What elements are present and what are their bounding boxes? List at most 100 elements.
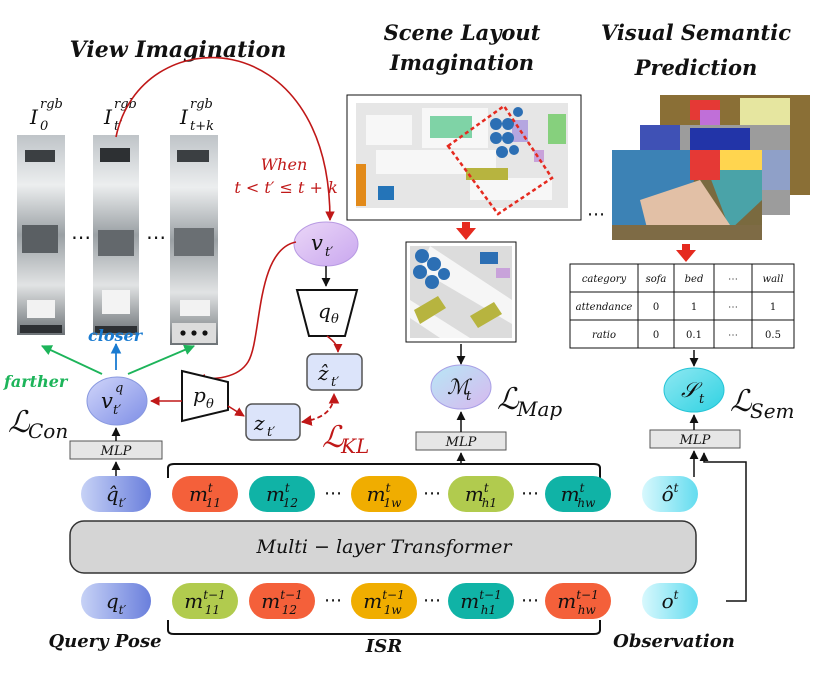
brace-bottom (167, 620, 601, 635)
table-row0-1: 0 (653, 302, 659, 313)
decoder-p-theta-sub: θ (206, 397, 214, 412)
node-v-tprime-sub: t′ (325, 245, 333, 260)
title-scene-layout: Scene Layout (384, 20, 541, 45)
panorama-strip-0 (17, 135, 65, 335)
box-z-sub: t′ (267, 425, 275, 440)
box-z-hat-sub: t′ (331, 375, 339, 390)
arrow-v-to-p (195, 241, 297, 384)
label-farther: farther (3, 372, 69, 391)
arrow-farther-right (127, 344, 195, 375)
mlp-left-label: MLP (100, 444, 132, 459)
decoder-p-theta (181, 369, 229, 423)
image-label-itk: I rgb t+k (179, 97, 214, 134)
title-observation: Observation (613, 631, 735, 652)
table-row0-2: 1 (691, 302, 697, 313)
title-query-pose: Query Pose (48, 631, 161, 652)
transformer-label: Multi − layer Transformer (256, 536, 514, 558)
node-v-query (86, 376, 148, 426)
arrow-semantic-down (676, 244, 696, 262)
svg-text:I: I (103, 105, 113, 129)
arrow-map-crop (456, 222, 476, 240)
box-z-hat (306, 353, 363, 391)
loss-con-sub: Con (28, 419, 68, 443)
token-pill-pills_top-6: ôt (642, 476, 698, 512)
token-pill-pills_top-0: q̂t′ (81, 476, 151, 512)
svg-text:rgb: rgb (40, 97, 63, 112)
semantic-image-stack (612, 95, 810, 240)
token-pill-label: q̂t′ (106, 482, 127, 510)
svg-text:I: I (29, 105, 39, 129)
svg-text:t+k: t+k (190, 119, 214, 134)
svg-text:I: I (179, 105, 189, 129)
node-map-M (430, 364, 492, 410)
node-v-query-base: v (101, 389, 113, 413)
svg-text:0: 0 (40, 119, 48, 134)
arrow-observation-loop (699, 452, 747, 602)
token-pill-label: ôt (662, 481, 679, 506)
ellipsis-top-3: ⋯ (521, 483, 539, 504)
loss-con-symbol: ℒ (8, 405, 31, 440)
table-header-1: sofa (646, 274, 667, 285)
token-pill-label: qt′ (106, 589, 127, 617)
ellipsis-strips-1: ⋯ (71, 225, 91, 249)
when-line1: When (261, 155, 308, 174)
mlp-middle-label: MLP (445, 435, 477, 450)
title-prediction: Prediction (634, 55, 758, 80)
table-header-4: wall (763, 274, 784, 285)
mlp-right (649, 429, 741, 449)
table-header-3: ⋯ (728, 274, 738, 285)
table-row1-2: 0.1 (686, 330, 702, 341)
mlp-right-label: MLP (679, 433, 711, 448)
ellipsis-bottom-3: ⋯ (521, 590, 539, 611)
loss-kl-symbol: ℒ (322, 420, 345, 455)
table-row1-1: 0 (653, 330, 659, 341)
node-v-query-sub: t′ (113, 403, 121, 418)
semantic-stats-table (569, 263, 795, 349)
table-row1-4: 0.5 (765, 330, 781, 341)
table-header-2: bed (685, 274, 704, 285)
box-z (245, 403, 301, 441)
node-map-M-sub: t (466, 389, 472, 404)
encoder-q-theta (295, 289, 359, 337)
ellipsis-bottom-2: ⋯ (423, 590, 441, 611)
transformer-block (69, 520, 697, 574)
encoder-q-theta-sub: θ (331, 312, 339, 327)
label-closer: closer (88, 326, 144, 345)
ellipsis-top-2: ⋯ (423, 483, 441, 504)
panorama-strip-t (93, 135, 139, 335)
cropped-local-map (405, 241, 517, 343)
loss-sem-symbol: ℒ (730, 384, 753, 419)
arrow-imagination-arc (115, 56, 335, 221)
ellipsis-strips-2: ⋯ (146, 225, 166, 249)
title-scene-layout-2: Imagination (389, 50, 534, 75)
decoder-p-theta-base: p (193, 383, 206, 407)
image-label-i0: I rgb 0 (29, 97, 63, 134)
token-pill-pills_bottom-6: ot (642, 583, 698, 619)
table-row0-3: ⋯ (728, 302, 738, 313)
ellipsis-semantic: ⋯ (587, 204, 605, 225)
box-z-hat-base: ẑ (317, 361, 329, 385)
table-row0-0: attendance (576, 302, 633, 313)
table-row0-4: 1 (770, 302, 776, 313)
image-label-it: I rgb t′ (103, 97, 137, 134)
when-line2: t < t′ ≤ t + k (234, 178, 337, 197)
token-pill-pills_bottom-0: qt′ (81, 583, 151, 619)
